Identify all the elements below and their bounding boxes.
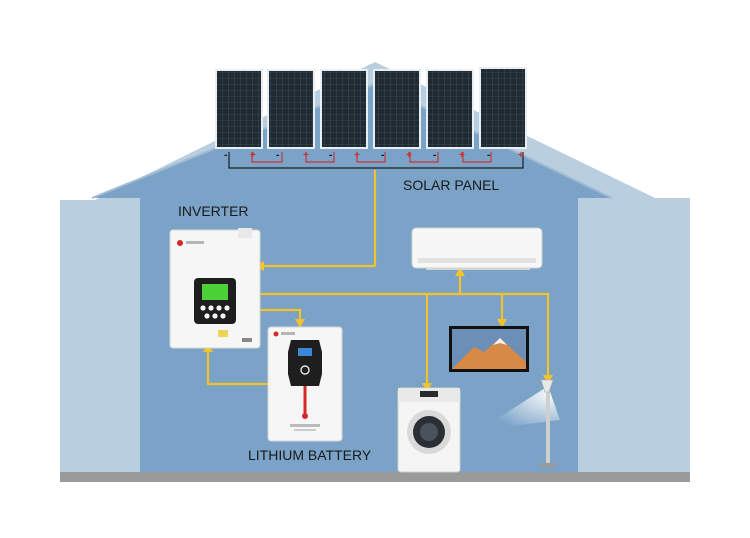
terminal-positive: +	[354, 150, 360, 161]
arrow-to-lamp	[543, 375, 553, 384]
terminal-negative: -	[381, 150, 384, 161]
terminal-positive: +	[250, 150, 256, 161]
solar-panel-icon	[215, 69, 263, 149]
solar-panel-label: SOLAR PANEL	[403, 177, 499, 193]
lithium-battery-icon	[267, 326, 343, 442]
terminal-positive: +	[518, 150, 524, 161]
air-conditioner-icon	[411, 227, 543, 270]
terminal-positive: +	[303, 150, 309, 161]
solar-panel-icon	[267, 69, 315, 149]
solar-panel-icon	[426, 69, 474, 149]
energy-flow	[206, 170, 550, 386]
terminal-negative: -	[487, 150, 490, 161]
solar-panel-icon	[479, 67, 527, 149]
floor-lamp-icon	[480, 379, 560, 467]
lithium-battery-label: LITHIUM BATTERY	[248, 447, 372, 463]
inverter-label: INVERTER	[178, 203, 249, 219]
terminal-negative: -	[276, 150, 279, 161]
washing-machine-icon	[397, 387, 461, 473]
terminal-positive: +	[406, 150, 412, 161]
terminal-negative: -	[329, 150, 332, 161]
inverter-icon	[169, 228, 261, 349]
solar-panel-array: - + - + - + - + - + - +	[215, 67, 527, 169]
arrow-to-battery	[295, 319, 305, 328]
arrow-to-tv	[497, 319, 507, 328]
terminal-negative: -	[433, 150, 436, 161]
solar-panel-icon	[320, 69, 368, 149]
terminal-positive: +	[459, 150, 465, 161]
house	[60, 62, 690, 482]
solar-panel-icon	[373, 69, 421, 149]
lamp-light-beam	[480, 386, 560, 430]
ground-line	[60, 472, 690, 482]
panel-links	[251, 152, 492, 163]
television-icon	[449, 326, 529, 372]
terminal-negative: -	[224, 150, 227, 161]
arrow-to-ac	[455, 267, 465, 276]
panel-wiring	[228, 152, 524, 169]
house-wall	[92, 84, 612, 472]
